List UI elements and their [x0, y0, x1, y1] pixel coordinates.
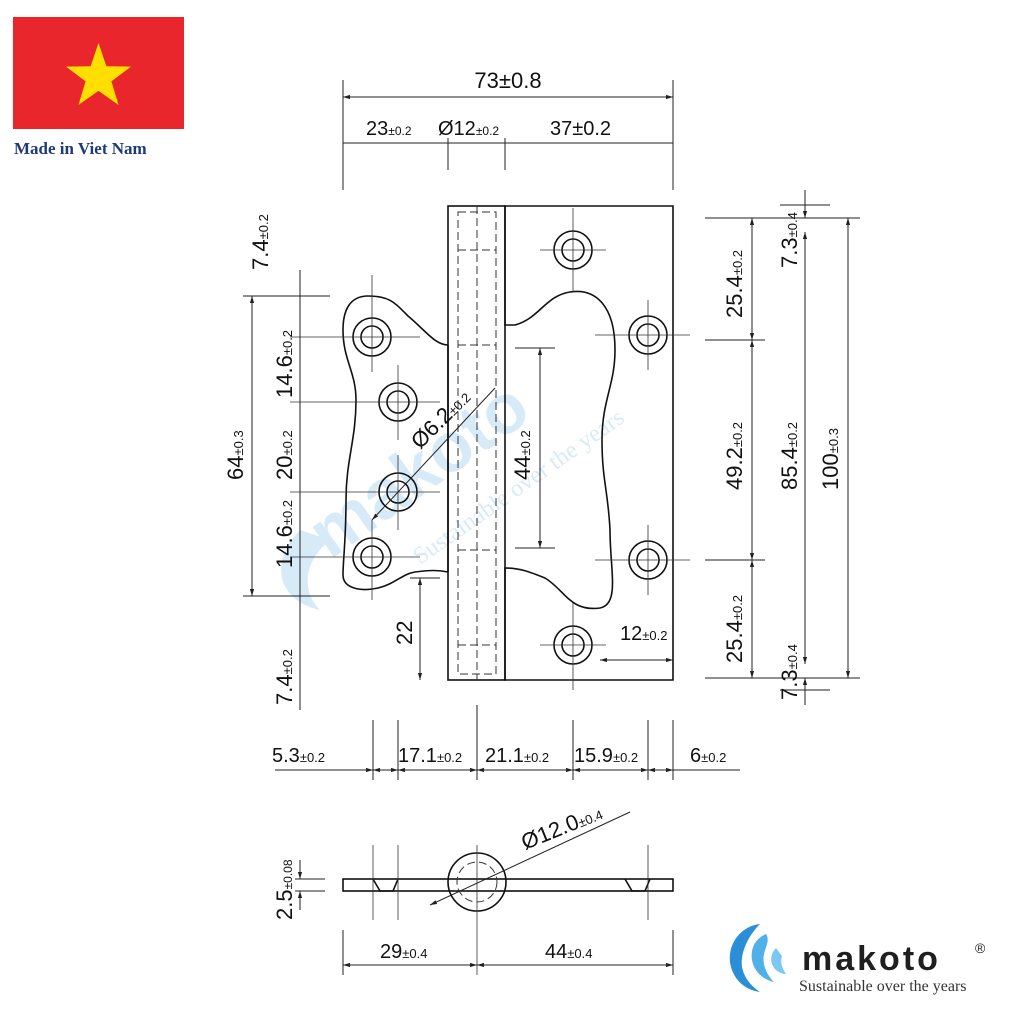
dim-bottom-5: 6±0.2 [690, 745, 726, 767]
dim-knuckle-gap: 44±0.2 [510, 430, 535, 480]
made-in-caption: Made in Viet Nam [14, 139, 147, 158]
dim-right-overall: 100±0.3 [818, 428, 843, 490]
makoto-logo: makoto ® Sustainable over the years [722, 918, 1012, 1000]
dim-top-pin: Ø12±0.2 [438, 118, 499, 140]
dim-right-mid: 49.2±0.2 [722, 422, 747, 490]
vietnam-flag [13, 17, 184, 129]
hinge-front-view [290, 205, 690, 690]
right-dimensions: 25.4±0.2 49.2±0.2 25.4±0.2 7.3±0.4 85.4±… [705, 190, 860, 705]
dim-thickness: 2.5±0.08 [272, 859, 297, 920]
dim-right-span: 85.4±0.2 [777, 422, 802, 490]
dim-knuckle-dia: Ø12.0±0.4 [518, 800, 606, 855]
makoto-tagline: Sustainable over the years [799, 978, 967, 995]
dim-right-upper: 25.4±0.2 [722, 250, 747, 318]
dim-bottom-4: 15.9±0.2 [574, 745, 638, 767]
dim-bottom-1: 5.3±0.2 [272, 745, 325, 767]
dim-right-lower: 25.4±0.2 [722, 595, 747, 663]
dim-knuckle-bottom: 22 [392, 621, 417, 645]
dim-left-span: 64±0.3 [223, 430, 248, 480]
dim-left-lower: 14.6±0.2 [272, 500, 297, 568]
makoto-wave-icon [729, 924, 786, 992]
left-dimensions: 64±0.3 7.4±0.2 14.6±0.2 20±0.2 14.6±0.2 … [223, 214, 330, 710]
dim-left-mid: 20±0.2 [272, 430, 297, 480]
registered-mark: ® [975, 940, 986, 956]
dim-top-right: 37±0.2 [550, 118, 611, 140]
dim-side-left: 29±0.4 [380, 941, 427, 963]
top-dimensions: 73±0.8 23±0.2 Ø12±0.2 37±0.2 [342, 68, 674, 190]
dim-left-bottom-offset: 7.4±0.2 [272, 649, 297, 705]
dim-right-top-offset: 7.3±0.4 [777, 212, 802, 268]
right-leaf-holes [540, 208, 690, 690]
side-countersink-left [372, 878, 399, 892]
makoto-wordmark: makoto [802, 940, 941, 978]
dim-right-bottom-offset: 7.3±0.4 [777, 644, 802, 700]
left-leaf-outline [342, 295, 449, 591]
dim-top-left: 23±0.2 [366, 118, 412, 140]
flag-star-icon [66, 43, 131, 105]
hinge-side-view: Ø12.0±0.4 2.5±0.08 29±0.4 44±0.4 [272, 800, 674, 975]
dim-edge-hole: 12±0.2 [620, 623, 667, 645]
dim-left-upper: 14.6±0.2 [272, 330, 297, 398]
dim-top-overall: 73±0.8 [474, 68, 541, 93]
bottom-dimensions: 5.3±0.2 17.1±0.2 21.1±0.2 15.9±0.2 6±0.2 [272, 705, 740, 780]
watermark-logo-icon [281, 530, 330, 610]
dim-bottom-3: 21.1±0.2 [485, 745, 549, 767]
inner-dimensions: Ø6.2±0.2 44±0.2 22 12±0.2 [371, 347, 673, 680]
dim-bottom-2: 17.1±0.2 [398, 745, 462, 767]
dim-left-top-offset: 7.4±0.2 [248, 214, 273, 270]
dim-side-right: 44±0.4 [545, 941, 592, 963]
side-countersink-right [624, 878, 651, 892]
right-leaf-outline [504, 205, 674, 681]
side-leaf-outline [342, 878, 674, 892]
